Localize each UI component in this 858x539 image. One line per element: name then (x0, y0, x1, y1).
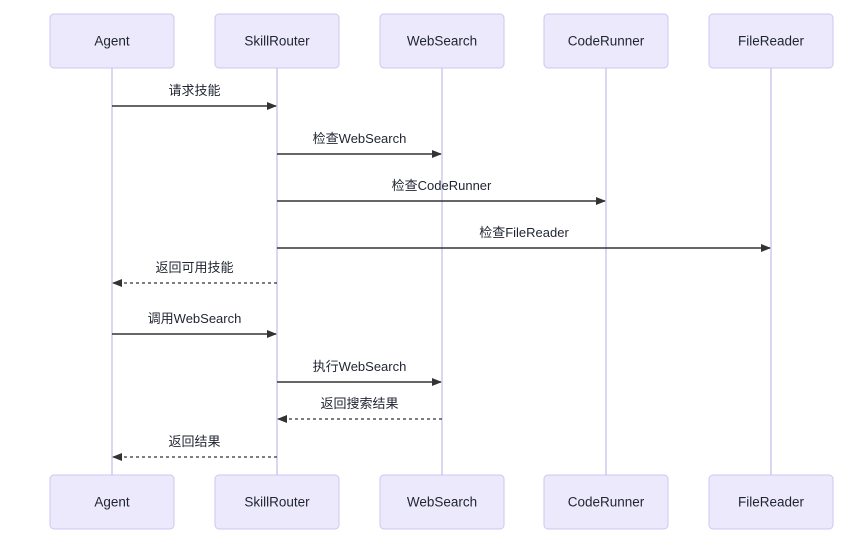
message-3: 检查CodeRunner (277, 178, 606, 205)
participant-label: Agent (94, 34, 130, 49)
participant-box (543, 13, 669, 69)
participants-top-group: Agent SkillRouter WebSearch CodeRunner FileR… (49, 13, 834, 69)
participant-box (379, 474, 505, 530)
message-label: 执行WebSearch (313, 359, 407, 374)
message-4: 检查FileReader (277, 225, 771, 252)
message-label: 调用WebSearch (148, 311, 242, 326)
participant-agent-top[interactable]: Agent (49, 13, 175, 69)
message-label: 检查CodeRunner (392, 178, 492, 193)
message-2: 检查WebSearch (277, 131, 442, 158)
participant-label: FileReader (738, 34, 805, 49)
participant-box (708, 474, 834, 530)
message-label: 返回搜索结果 (320, 396, 398, 411)
message-label: 检查WebSearch (313, 131, 407, 146)
participant-skillrouter-top[interactable]: SkillRouter (214, 13, 340, 69)
participant-websearch-bottom[interactable]: WebSearch (379, 474, 505, 530)
message-6: 调用WebSearch (112, 311, 277, 338)
participant-label: CodeRunner (568, 34, 645, 49)
message-8: 返回搜索结果 (277, 396, 442, 423)
participant-coderunner-bottom[interactable]: CodeRunner (543, 474, 669, 530)
participant-box (379, 13, 505, 69)
participant-skillrouter-bottom[interactable]: SkillRouter (214, 474, 340, 530)
participant-label: WebSearch (407, 34, 477, 49)
message-7: 执行WebSearch (277, 359, 442, 386)
lifelines-group (111, 68, 772, 475)
participant-label: Agent (94, 495, 130, 510)
participant-filereader-bottom[interactable]: FileReader (708, 474, 834, 530)
participant-box (214, 474, 340, 530)
message-label: 请求技能 (168, 83, 220, 98)
participant-label: SkillRouter (244, 34, 310, 49)
message-label: 返回可用技能 (155, 260, 233, 275)
participant-box (49, 13, 175, 69)
participant-box (543, 474, 669, 530)
participant-box (214, 13, 340, 69)
message-5: 返回可用技能 (112, 260, 277, 287)
participant-label: FileReader (738, 495, 805, 510)
participant-label: WebSearch (407, 495, 477, 510)
participant-label: SkillRouter (244, 495, 310, 510)
participant-label: CodeRunner (568, 495, 645, 510)
participants-bottom-group: Agent SkillRouter WebSearch CodeRunner FileR… (49, 474, 834, 530)
message-label: 检查FileReader (479, 225, 569, 240)
participant-agent-bottom[interactable]: Agent (49, 474, 175, 530)
participant-box (708, 13, 834, 69)
participant-filereader-top[interactable]: FileReader (708, 13, 834, 69)
message-label: 返回结果 (168, 434, 220, 449)
participant-coderunner-top[interactable]: CodeRunner (543, 13, 669, 69)
message-9: 返回结果 (112, 434, 277, 461)
message-1: 请求技能 (112, 83, 277, 110)
participant-websearch-top[interactable]: WebSearch (379, 13, 505, 69)
participant-box (49, 474, 175, 530)
